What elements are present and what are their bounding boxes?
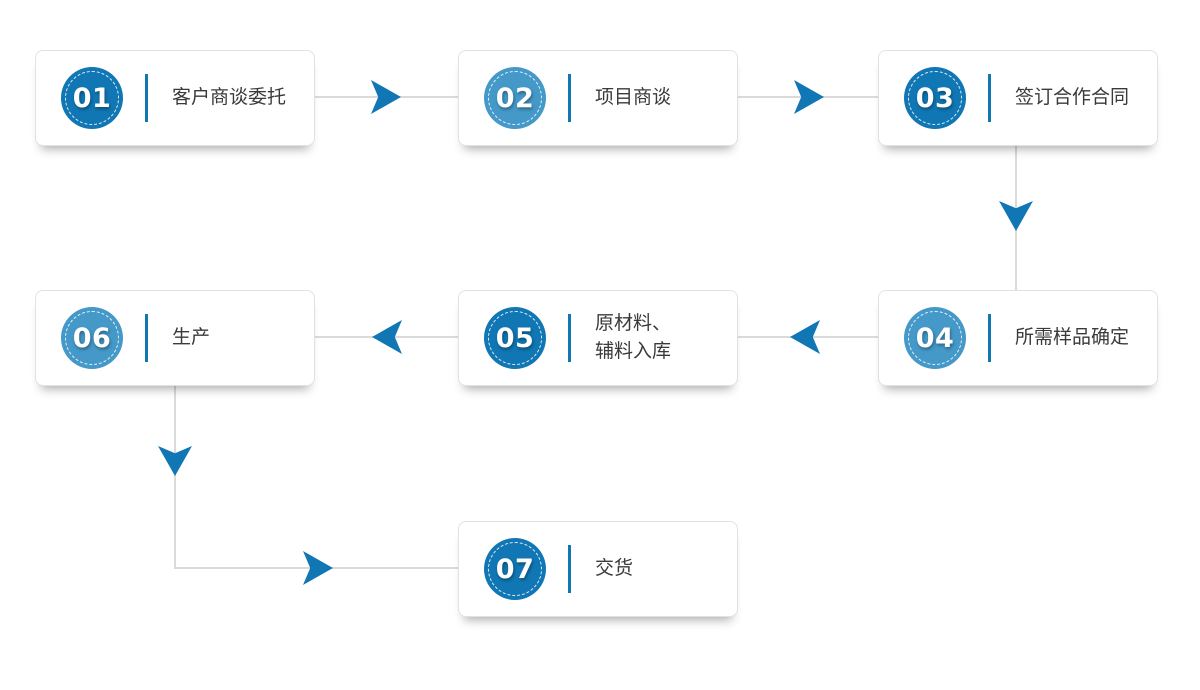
dashed-ring-decoration bbox=[65, 311, 119, 365]
step-label: 原材料、 辅料入库 bbox=[595, 312, 672, 362]
connector-line bbox=[174, 386, 176, 569]
dashed-ring-decoration bbox=[488, 71, 542, 125]
divider bbox=[145, 74, 148, 122]
divider bbox=[568, 74, 571, 122]
step-label: 所需样品确定 bbox=[1015, 326, 1130, 349]
step-number-badge: 06 bbox=[61, 307, 123, 369]
step-number: 01 bbox=[72, 82, 112, 114]
step-number: 07 bbox=[495, 553, 535, 585]
step-number-badge: 05 bbox=[484, 307, 546, 369]
dashed-ring-decoration bbox=[908, 311, 962, 365]
step-number-badge: 04 bbox=[904, 307, 966, 369]
step-number: 03 bbox=[915, 82, 955, 114]
step-box-06: 06 生产 bbox=[35, 290, 315, 386]
step-label: 项目商谈 bbox=[595, 86, 672, 109]
divider bbox=[568, 314, 571, 362]
step-number: 06 bbox=[72, 322, 112, 354]
dashed-ring-decoration bbox=[488, 311, 542, 365]
step-label: 交货 bbox=[595, 557, 634, 580]
divider bbox=[145, 314, 148, 362]
dashed-ring-decoration bbox=[908, 71, 962, 125]
step-number-badge: 03 bbox=[904, 67, 966, 129]
divider bbox=[988, 74, 991, 122]
step-number: 05 bbox=[495, 322, 535, 354]
step-label: 签订合作合同 bbox=[1015, 86, 1130, 109]
step-label: 生产 bbox=[172, 326, 211, 349]
dashed-ring-decoration bbox=[488, 542, 542, 596]
divider bbox=[568, 545, 571, 593]
step-box-05: 05 原材料、 辅料入库 bbox=[458, 290, 738, 386]
step-number: 02 bbox=[495, 82, 535, 114]
step-box-07: 07 交货 bbox=[458, 521, 738, 617]
step-box-04: 04 所需样品确定 bbox=[878, 290, 1158, 386]
step-box-02: 02 项目商谈 bbox=[458, 50, 738, 146]
step-number-badge: 01 bbox=[61, 67, 123, 129]
step-number-badge: 02 bbox=[484, 67, 546, 129]
step-box-01: 01 客户商谈委托 bbox=[35, 50, 315, 146]
step-label: 客户商谈委托 bbox=[172, 86, 287, 109]
step-box-03: 03 签订合作合同 bbox=[878, 50, 1158, 146]
dashed-ring-decoration bbox=[65, 71, 119, 125]
divider bbox=[988, 314, 991, 362]
step-number-badge: 07 bbox=[484, 538, 546, 600]
step-number: 04 bbox=[915, 322, 955, 354]
